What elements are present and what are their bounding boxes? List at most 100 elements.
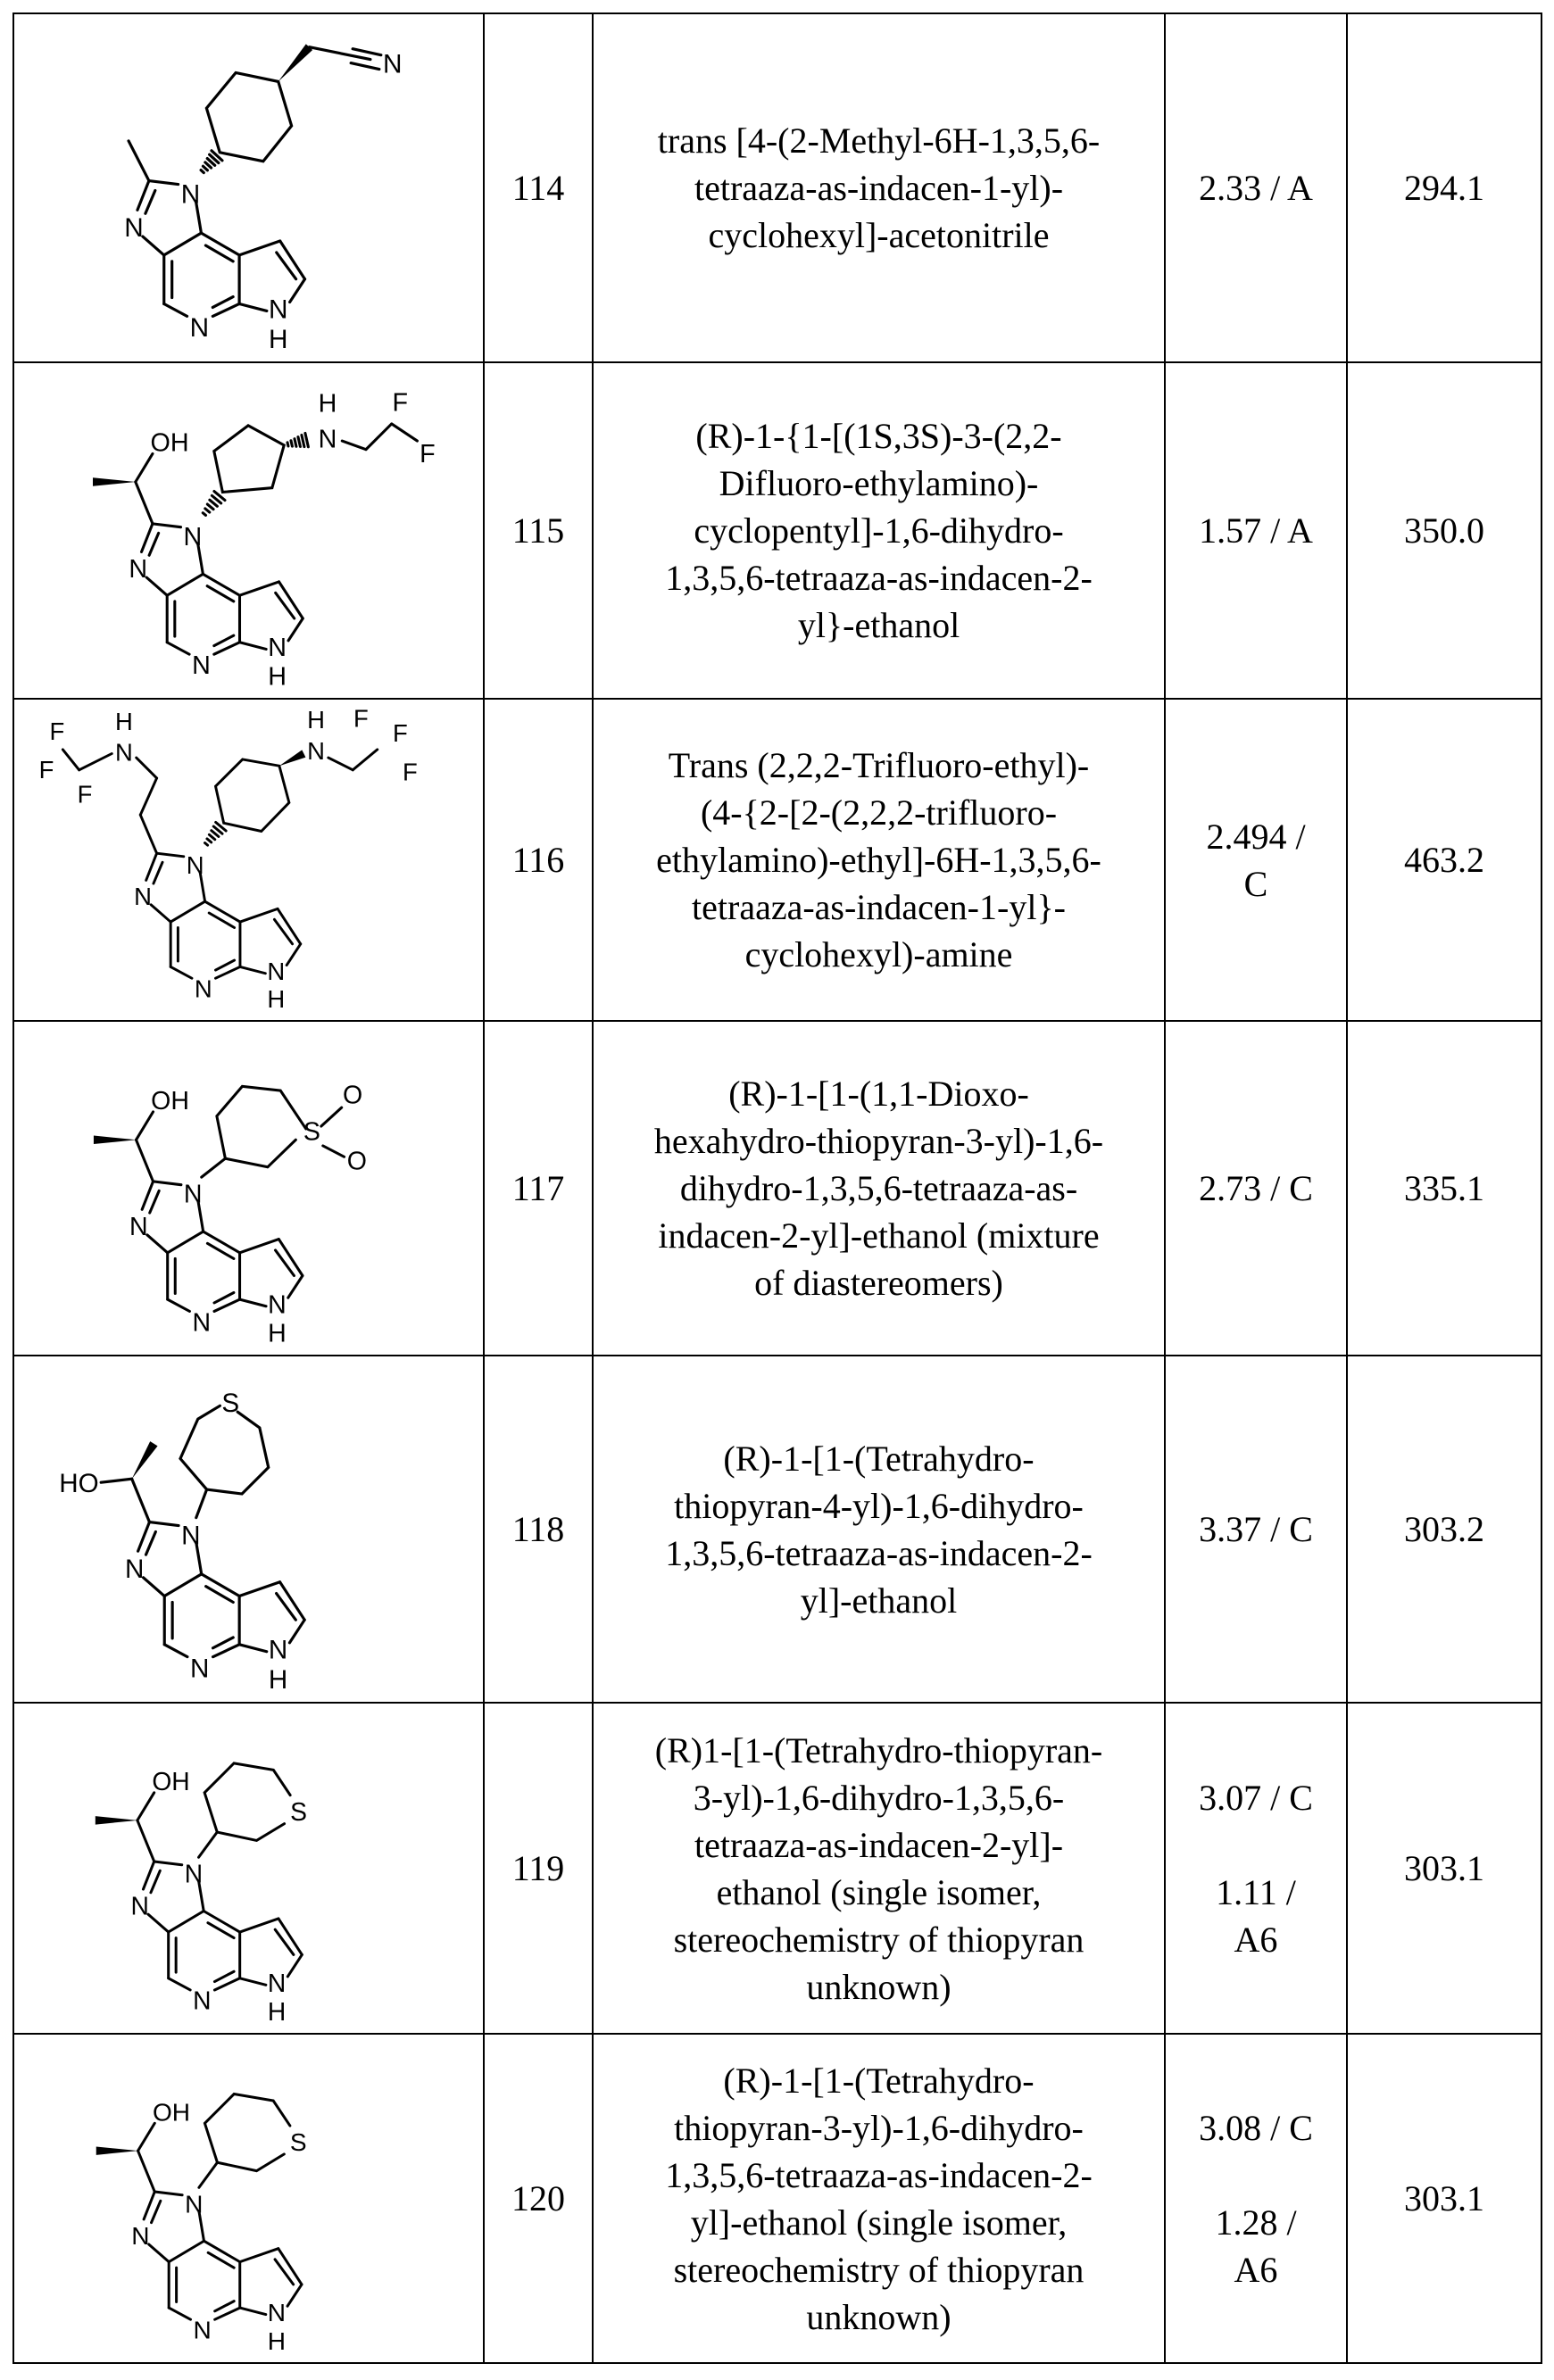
atom-label: N — [131, 1891, 149, 1920]
atom-label: H — [115, 708, 133, 735]
atom-label: F — [50, 717, 65, 745]
atom-label: N — [185, 1859, 203, 1887]
atom-label: S — [290, 2128, 307, 2156]
structure-cell: NNNNHOHS — [13, 1703, 484, 2034]
compound-table: NNNNHN114trans [4-(2-Methyl-6H-1,3,5,6- … — [12, 12, 1542, 2364]
atom-label: N — [185, 2190, 203, 2218]
mass-value: 335.1 — [1347, 1021, 1542, 1356]
atom-label: N — [115, 739, 133, 767]
atom-label: N — [383, 49, 402, 79]
atom-label: N — [193, 1986, 211, 2015]
table-row: NNNNHOHS119(R)1-[1-(Tetrahydro-thiopyran… — [13, 1703, 1542, 2034]
chemical-structure-icon: NNNNHOHSOO — [14, 1023, 485, 1354]
atom-label: N — [267, 958, 285, 985]
mass-value: 350.0 — [1347, 362, 1542, 699]
structure-cell: NNNNHOHNHFF — [13, 362, 484, 699]
retention-time: 2.494 / C — [1165, 699, 1347, 1021]
compound-name: (R)-1-[1-(1,1-Dioxo- hexahydro-thiopyran… — [593, 1021, 1165, 1356]
atom-label: S — [221, 1389, 239, 1418]
atom-label: H — [268, 663, 287, 692]
atom-label: N — [268, 1969, 286, 1997]
chemical-structure-icon: NNNNHOHS — [14, 1704, 485, 2032]
structure-cell: NNNNHN — [13, 13, 484, 362]
atom-label: N — [192, 1308, 211, 1337]
retention-time: 2.73 / C — [1165, 1021, 1347, 1356]
compound-number: 114 — [484, 13, 593, 362]
atom-label: N — [190, 1654, 209, 1683]
atom-label: N — [124, 213, 144, 243]
compound-name: (R)-1-[1-(Tetrahydro- thiopyran-3-yl)-1,… — [593, 2034, 1165, 2363]
atom-label: H — [269, 1665, 287, 1695]
atom-label: F — [78, 780, 93, 808]
retention-time: 2.33 / A — [1165, 13, 1347, 362]
compound-name: (R)1-[1-(Tetrahydro-thiopyran- 3-yl)-1,6… — [593, 1703, 1165, 2034]
retention-time: 3.08 / C 1.28 / A6 — [1165, 2034, 1347, 2363]
atom-label: H — [269, 325, 287, 354]
atom-label: N — [187, 851, 204, 879]
chemical-structure-icon: NNNNHOHS — [14, 2036, 485, 2361]
atom-label: H — [268, 1320, 287, 1348]
compound-number: 117 — [484, 1021, 593, 1356]
atom-label: N — [307, 737, 325, 765]
atom-label: N — [195, 974, 212, 1002]
retention-time: 1.57 / A — [1165, 362, 1347, 699]
atom-label: F — [393, 719, 408, 747]
atom-label: N — [268, 1290, 287, 1319]
chemical-structure-icon: NNNNHOHNHFF — [14, 364, 485, 697]
atom-label: F — [403, 759, 418, 786]
compound-number: 115 — [484, 362, 593, 699]
chemical-structure-icon: NNNNHN — [14, 15, 485, 361]
mass-value: 463.2 — [1347, 699, 1542, 1021]
atom-label: H — [307, 706, 325, 734]
atom-label: HO — [59, 1469, 98, 1498]
table-row: NNNNHOHNHFF115(R)-1-{1-[(1S,3S)-3-(2,2- … — [13, 362, 1542, 699]
structure-cell: NNNNHOHS — [13, 2034, 484, 2363]
atom-label: N — [129, 1213, 148, 1241]
retention-time: 3.07 / C 1.11 / A6 — [1165, 1703, 1347, 2034]
atom-label: N — [131, 2222, 149, 2250]
atom-label: F — [393, 389, 409, 418]
table-row: NNNNHHOS118(R)-1-[1-(Tetrahydro- thiopyr… — [13, 1356, 1542, 1703]
atom-label: N — [268, 2299, 286, 2326]
atom-label: H — [267, 985, 285, 1013]
atom-label: OH — [151, 1087, 189, 1115]
atom-label: N — [268, 634, 287, 662]
compound-number: 116 — [484, 699, 593, 1021]
atom-label: N — [184, 1181, 203, 1209]
atom-label: O — [347, 1148, 367, 1176]
atom-label: N — [269, 1636, 287, 1665]
compound-number: 118 — [484, 1356, 593, 1703]
compound-name: (R)-1-[1-(Tetrahydro- thiopyran-4-yl)-1,… — [593, 1356, 1165, 1703]
atom-label: F — [420, 440, 436, 469]
atom-label: F — [353, 704, 369, 732]
atom-label: H — [319, 390, 337, 419]
atom-label: N — [192, 651, 211, 680]
atom-label: OH — [152, 1767, 189, 1795]
compound-name: (R)-1-{1-[(1S,3S)-3-(2,2- Difluoro-ethyl… — [593, 362, 1165, 699]
atom-label: OH — [151, 429, 189, 458]
mass-value: 303.2 — [1347, 1356, 1542, 1703]
atom-label: N — [319, 426, 337, 454]
atom-label: OH — [153, 2098, 190, 2126]
atom-label: N — [190, 313, 210, 343]
compound-number: 119 — [484, 1703, 593, 2034]
mass-value: 294.1 — [1347, 13, 1542, 362]
structure-cell: NNNNHNHFFFNHFFF — [13, 699, 484, 1021]
atom-label: N — [181, 179, 201, 209]
retention-time: 3.37 / C — [1165, 1356, 1347, 1703]
atom-label: O — [343, 1081, 362, 1109]
atom-label: N — [184, 523, 203, 551]
atom-label: H — [268, 2327, 286, 2355]
mass-value: 303.1 — [1347, 2034, 1542, 2363]
atom-label: N — [134, 883, 152, 910]
atom-label: N — [269, 294, 287, 324]
table-row: NNNNHN114trans [4-(2-Methyl-6H-1,3,5,6- … — [13, 13, 1542, 362]
atom-label: N — [181, 1521, 200, 1550]
compound-name: trans [4-(2-Methyl-6H-1,3,5,6- tetraaza-… — [593, 13, 1165, 362]
atom-label: S — [290, 1797, 307, 1826]
structure-cell: NNNNHHOS — [13, 1356, 484, 1703]
atom-label: N — [193, 2317, 211, 2344]
mass-value: 303.1 — [1347, 1703, 1542, 2034]
atom-label: N — [129, 555, 147, 584]
table-row: NNNNHOHSOO117(R)-1-[1-(1,1-Dioxo- hexahy… — [13, 1021, 1542, 1356]
